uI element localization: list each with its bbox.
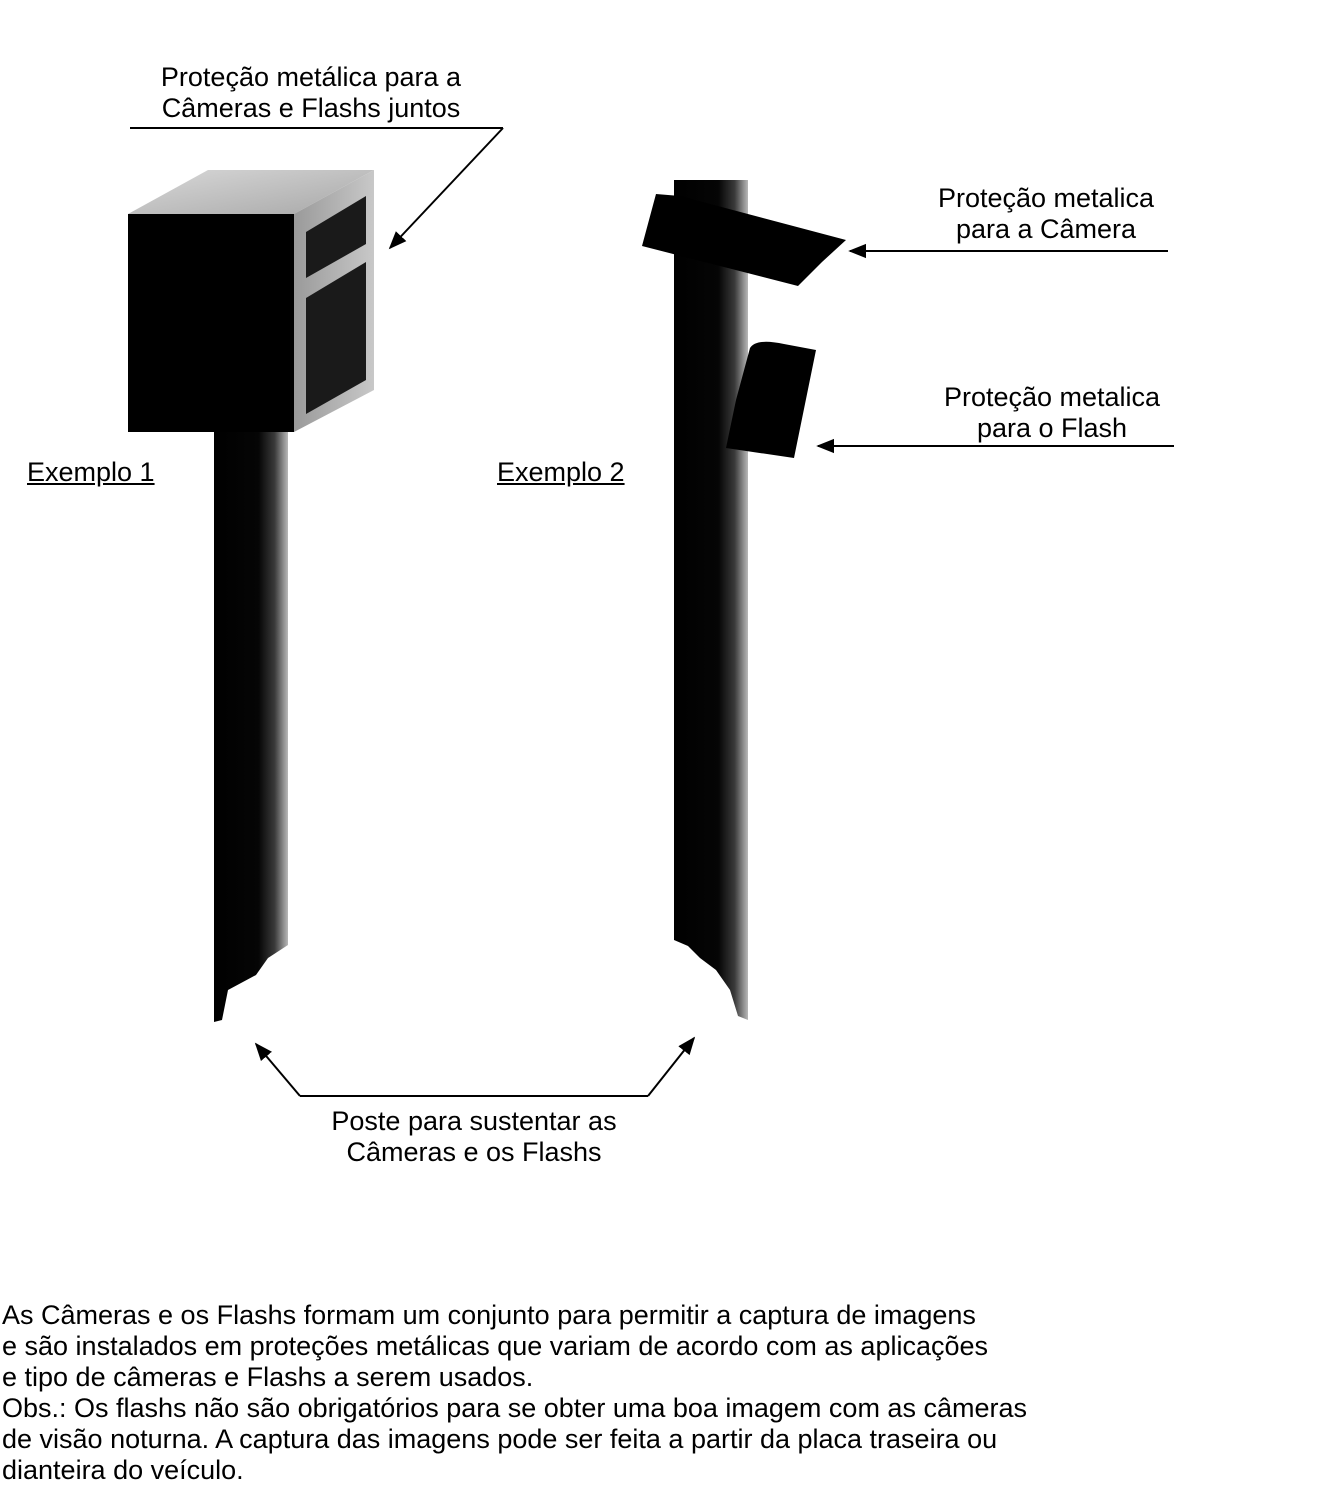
pole-example-1 [214,430,288,1022]
label-camera-housing-line1: Proteção metalica [937,183,1155,213]
label-combined-housing: Proteção metálica para a Câmeras e Flash… [96,62,526,124]
label-poles-line2: Câmeras e os Flashs [346,1137,602,1167]
leader-combined-housing [130,127,504,250]
camera-housing [642,194,846,286]
caption-line: Obs.: Os flashs não são obrigatórios par… [2,1393,1027,1423]
label-combined-housing-line1: Proteção metálica para a [160,62,462,92]
caption-line: e tipo de câmeras e Flashs a serem usado… [2,1362,534,1392]
label-flash-housing-line1: Proteção metalica [943,382,1161,412]
leader-poles [254,1036,696,1097]
caption-line: dianteira do veículo. [2,1455,244,1485]
label-poles: Poste para sustentar as Câmeras e os Fla… [264,1106,684,1168]
label-example-2: Exemplo 2 [497,457,625,487]
label-combined-housing-line2: Câmeras e Flashs juntos [161,93,461,123]
combined-housing-example-1 [128,170,374,432]
caption-line: de visão noturna. A captura das imagens … [2,1424,998,1454]
label-flash-housing: Proteção metalica para o Flash [890,382,1214,444]
label-poles-line1: Poste para sustentar as [331,1106,617,1136]
label-example-1: Exemplo 1 [27,457,155,487]
label-camera-housing-line2: para a Câmera [955,214,1137,244]
label-camera-housing: Proteção metalica para a Câmera [884,183,1208,245]
caption-line: e são instalados em proteções metálicas … [2,1331,989,1361]
label-flash-housing-line2: para o Flash [976,413,1128,443]
caption: As Câmeras e os Flashs formam um conjunt… [2,1300,1302,1486]
flash-housing [726,341,816,458]
caption-line: As Câmeras e os Flashs formam um conjunt… [2,1300,976,1330]
pole-example-2 [674,180,748,1020]
